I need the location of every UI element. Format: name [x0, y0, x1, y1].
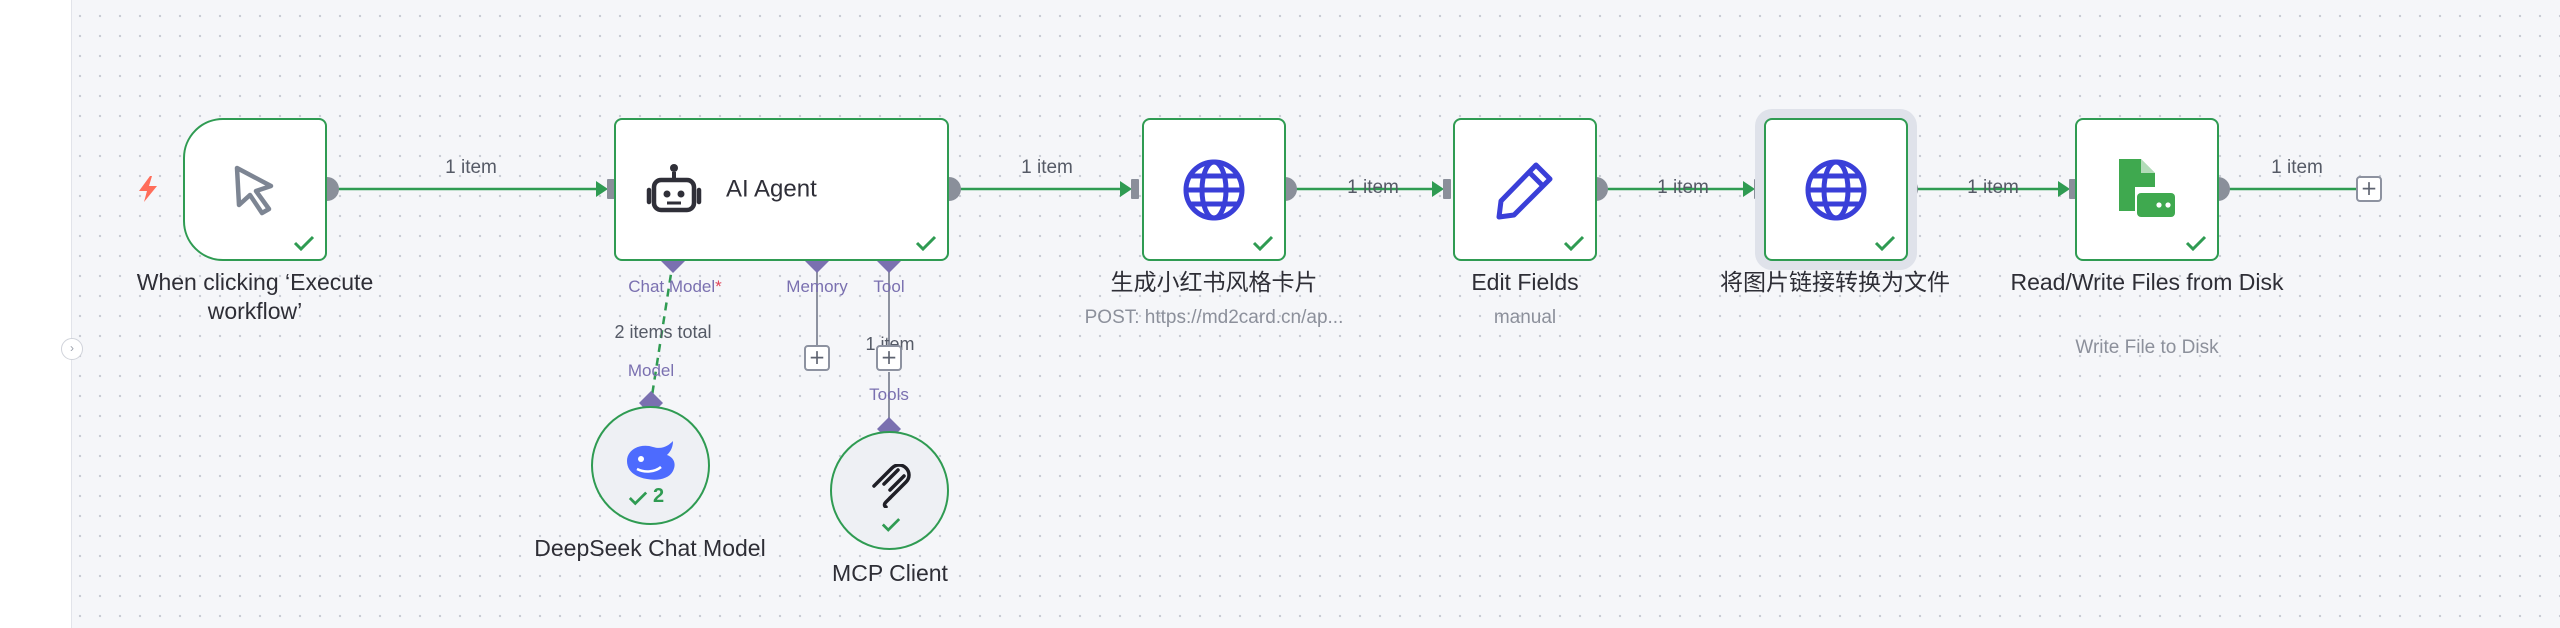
tools-port-label: Tools	[869, 385, 909, 404]
add-next-node-button[interactable]: +	[2356, 176, 2382, 202]
check-icon	[1874, 235, 1896, 251]
add-memory-button[interactable]: +	[804, 345, 830, 371]
edge-label: 1 item	[2271, 157, 2323, 178]
check-icon	[1252, 235, 1274, 251]
robot-icon	[646, 164, 702, 213]
pencil-icon	[1496, 162, 1553, 219]
cursor-pointer-icon	[234, 165, 274, 215]
check-icon	[915, 235, 937, 251]
http1-subtitle: POST: https://md2card.cn/ap...	[1084, 307, 1344, 328]
edit-fields-subtitle: manual	[1493, 307, 1557, 328]
http2-label: 将图片链接转换为文件	[1720, 269, 1950, 295]
edge-label: 1 item	[445, 157, 497, 178]
run-count-badge: 2	[653, 485, 665, 507]
memory-port-label: Memory	[786, 277, 848, 296]
chat-model-port-label: Chat Model*	[628, 277, 722, 296]
globe-icon	[1805, 159, 1867, 220]
edge-label: 2 items total	[614, 322, 712, 342]
tool-port-label: Tool	[873, 277, 905, 296]
http-request-node[interactable]	[1142, 118, 1286, 261]
check-icon	[1563, 235, 1585, 251]
http-request-node-2[interactable]	[1764, 118, 1908, 261]
lightning-icon	[139, 176, 157, 202]
read-write-files-node[interactable]	[2075, 118, 2219, 261]
read-write-subtitle: Write File to Disk	[2075, 337, 2219, 358]
deepseek-chat-model-node[interactable]	[591, 406, 710, 525]
left-gutter	[0, 0, 72, 628]
check-icon	[628, 491, 648, 506]
check-icon	[2185, 235, 2207, 251]
trigger-node[interactable]	[183, 118, 327, 261]
edge-label: 1 item	[1021, 157, 1073, 178]
edit-fields-label: Edit Fields	[1471, 269, 1579, 295]
mcp-client-node[interactable]	[830, 431, 949, 550]
read-write-label: Read/Write Files from Disk	[2010, 269, 2284, 295]
ai-agent-node[interactable]: AI Agent	[614, 118, 949, 261]
mcp-icon	[871, 463, 911, 508]
http1-label: 生成小红书风格卡片	[1110, 269, 1318, 295]
chevron-right-icon[interactable]: ›	[61, 338, 83, 360]
check-icon	[881, 518, 901, 532]
check-icon	[293, 235, 315, 251]
globe-icon	[1183, 159, 1245, 220]
edge-label: 1 item	[1967, 177, 2019, 198]
mcp-client-label: MCP Client	[832, 560, 948, 586]
agent-title: AI Agent	[726, 174, 817, 202]
edge-label: 1 item	[1657, 177, 1709, 198]
edge-label: 1 item	[1347, 177, 1399, 198]
trigger-label: When clicking ‘Execute workflow’	[136, 269, 374, 324]
deepseek-label: DeepSeek Chat Model	[534, 535, 766, 561]
file-disk-icon	[2119, 158, 2175, 217]
edit-fields-node[interactable]	[1453, 118, 1597, 261]
whale-icon	[626, 440, 675, 480]
add-tool-button[interactable]: +	[876, 345, 902, 371]
model-port-label: Model	[627, 361, 675, 380]
